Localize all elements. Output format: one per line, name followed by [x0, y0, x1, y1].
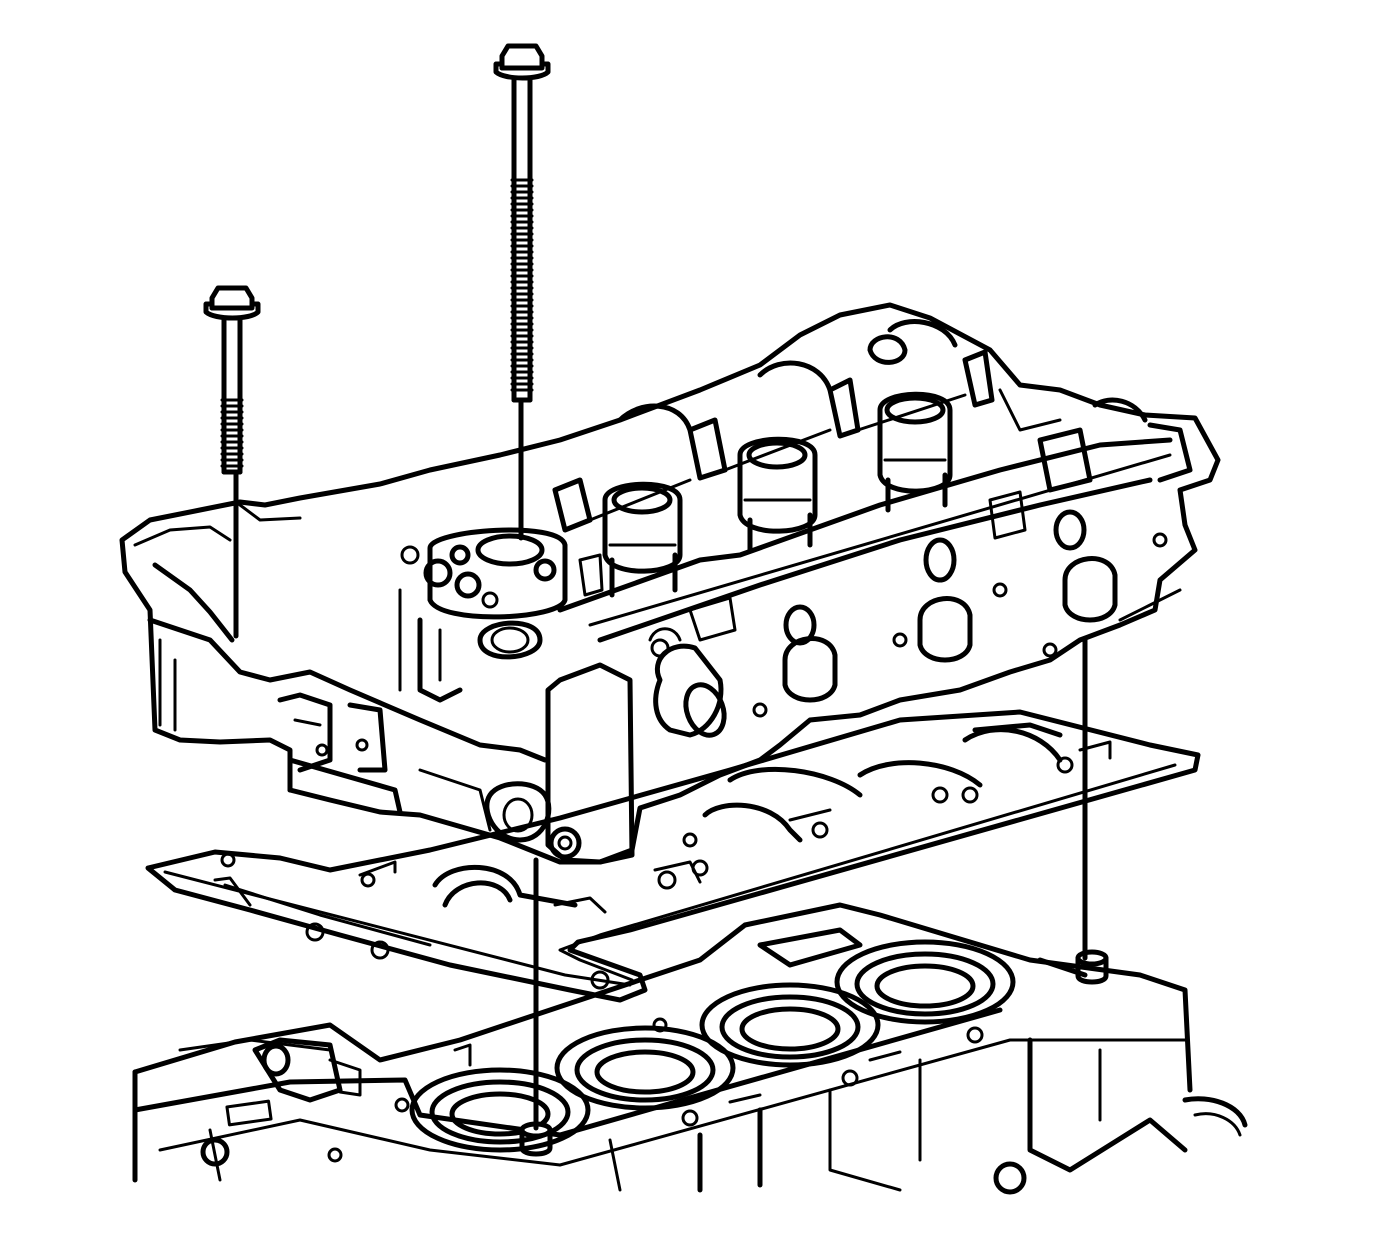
cylinder-bores: [409, 939, 1016, 1153]
exhaust-ports: [782, 556, 1118, 703]
long-bolt-threads: [510, 178, 534, 392]
long-head-bolt: [493, 43, 551, 403]
cylinder-block: [132, 902, 1248, 1195]
cylinder-head: [119, 302, 1221, 865]
head-gasket: [145, 709, 1201, 1003]
short-head-bolt: [203, 285, 261, 475]
alignment-lines: [233, 397, 1088, 1131]
short-bolt-threads: [220, 398, 244, 468]
